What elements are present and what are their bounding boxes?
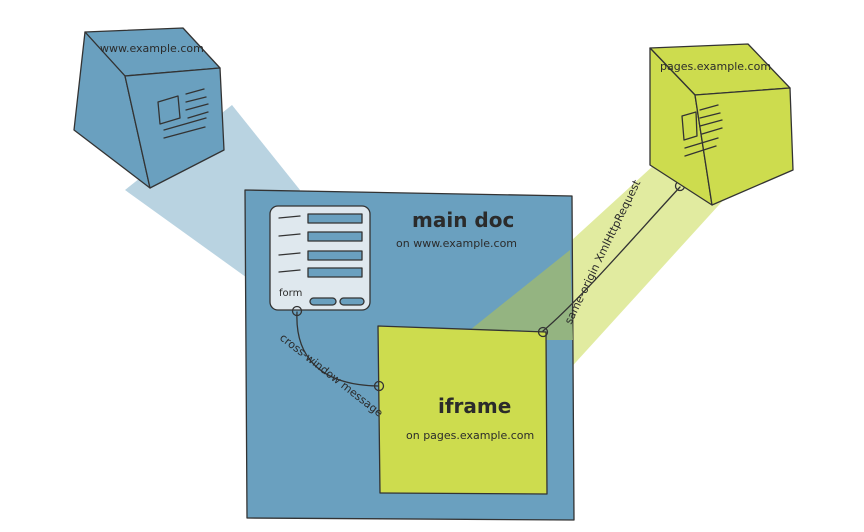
iframe-rect [377, 325, 548, 495]
form-widget: form [269, 205, 371, 311]
form-field-label-line [278, 269, 301, 273]
right-doc-lines [684, 104, 723, 157]
form-field-input [307, 250, 363, 261]
server-cube-icon [649, 43, 794, 206]
right-doc-image [681, 111, 698, 141]
form-button-2 [339, 297, 365, 306]
left-doc-lines [163, 88, 209, 139]
form-field-input [307, 231, 363, 242]
same-origin-line [542, 186, 681, 332]
connector-endpoint-iframe-top [537, 326, 549, 338]
main-doc-title: main doc [412, 208, 514, 232]
iframe-subtitle: on pages.example.com [406, 429, 534, 442]
iframe-panel: iframe on pages.example.com [377, 325, 548, 495]
beam-overlap-region [470, 250, 573, 340]
left-cube-side [124, 67, 225, 189]
cross-window-curve [296, 311, 379, 387]
right-cube-side [694, 87, 794, 206]
right-server: pages.example.com [649, 43, 794, 206]
left-server: www.example.com [73, 27, 225, 189]
connector-endpoint-form [291, 305, 303, 317]
form-field-label-line [278, 215, 301, 219]
right-server-label: pages.example.com [660, 60, 771, 73]
main-doc-subtitle: on www.example.com [396, 237, 517, 250]
iframe-title: iframe [438, 394, 511, 418]
connector-endpoint-iframe [373, 380, 385, 392]
form-label: form [279, 288, 302, 299]
form-field-input [307, 213, 363, 224]
form-icon [278, 213, 363, 278]
left-doc-image [157, 95, 181, 125]
form-button-1 [309, 297, 337, 306]
form-field-label-line [278, 252, 301, 256]
left-server-label: www.example.com [100, 42, 204, 55]
server-cube-icon [73, 27, 225, 189]
form-field-input [307, 267, 363, 278]
form-field-label-line [278, 233, 301, 237]
